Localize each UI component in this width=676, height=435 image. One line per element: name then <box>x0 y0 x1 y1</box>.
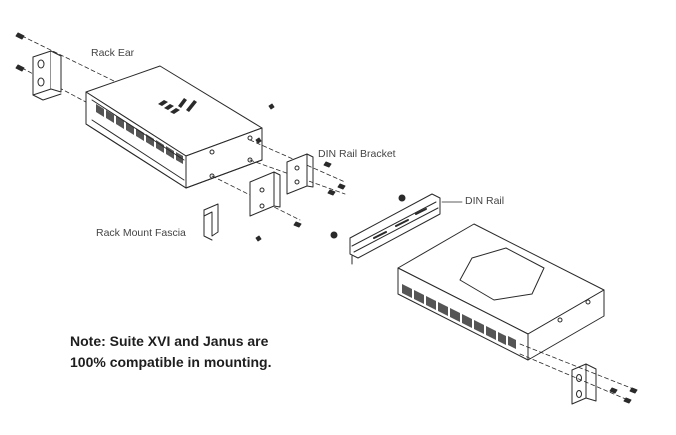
note-line-1: Note: Suite XVI and Janus are <box>70 333 269 349</box>
rack-mount-fascia <box>203 203 219 241</box>
bracket-screws <box>255 103 346 242</box>
din-rail-label: DIN Rail <box>465 195 505 207</box>
switch-device-top <box>85 65 263 189</box>
front-ports <box>96 104 183 164</box>
bottom-screws <box>609 387 638 404</box>
bottom-alignment-lines <box>519 343 637 401</box>
note-line-2: 100% compatible in mounting. <box>70 354 272 370</box>
compatibility-note: Note: Suite XVI and Janus are 100% compa… <box>70 331 271 373</box>
din-rail-screws <box>330 194 406 239</box>
rack-mount-fascia-label: Rack Mount Fascia <box>96 227 186 239</box>
rack-ear-label: Rack Ear <box>91 47 135 59</box>
rack-ear-left <box>32 50 62 101</box>
si-logo <box>158 98 197 114</box>
switch-device-bottom <box>397 223 605 361</box>
din-rail-bracket <box>249 153 314 217</box>
bottom-front-ports <box>402 284 516 349</box>
din-rail <box>349 193 441 265</box>
rack-ear-right <box>571 363 597 405</box>
din-rail-bracket-label: DIN Rail Bracket <box>318 148 396 160</box>
left-screws <box>15 32 25 72</box>
